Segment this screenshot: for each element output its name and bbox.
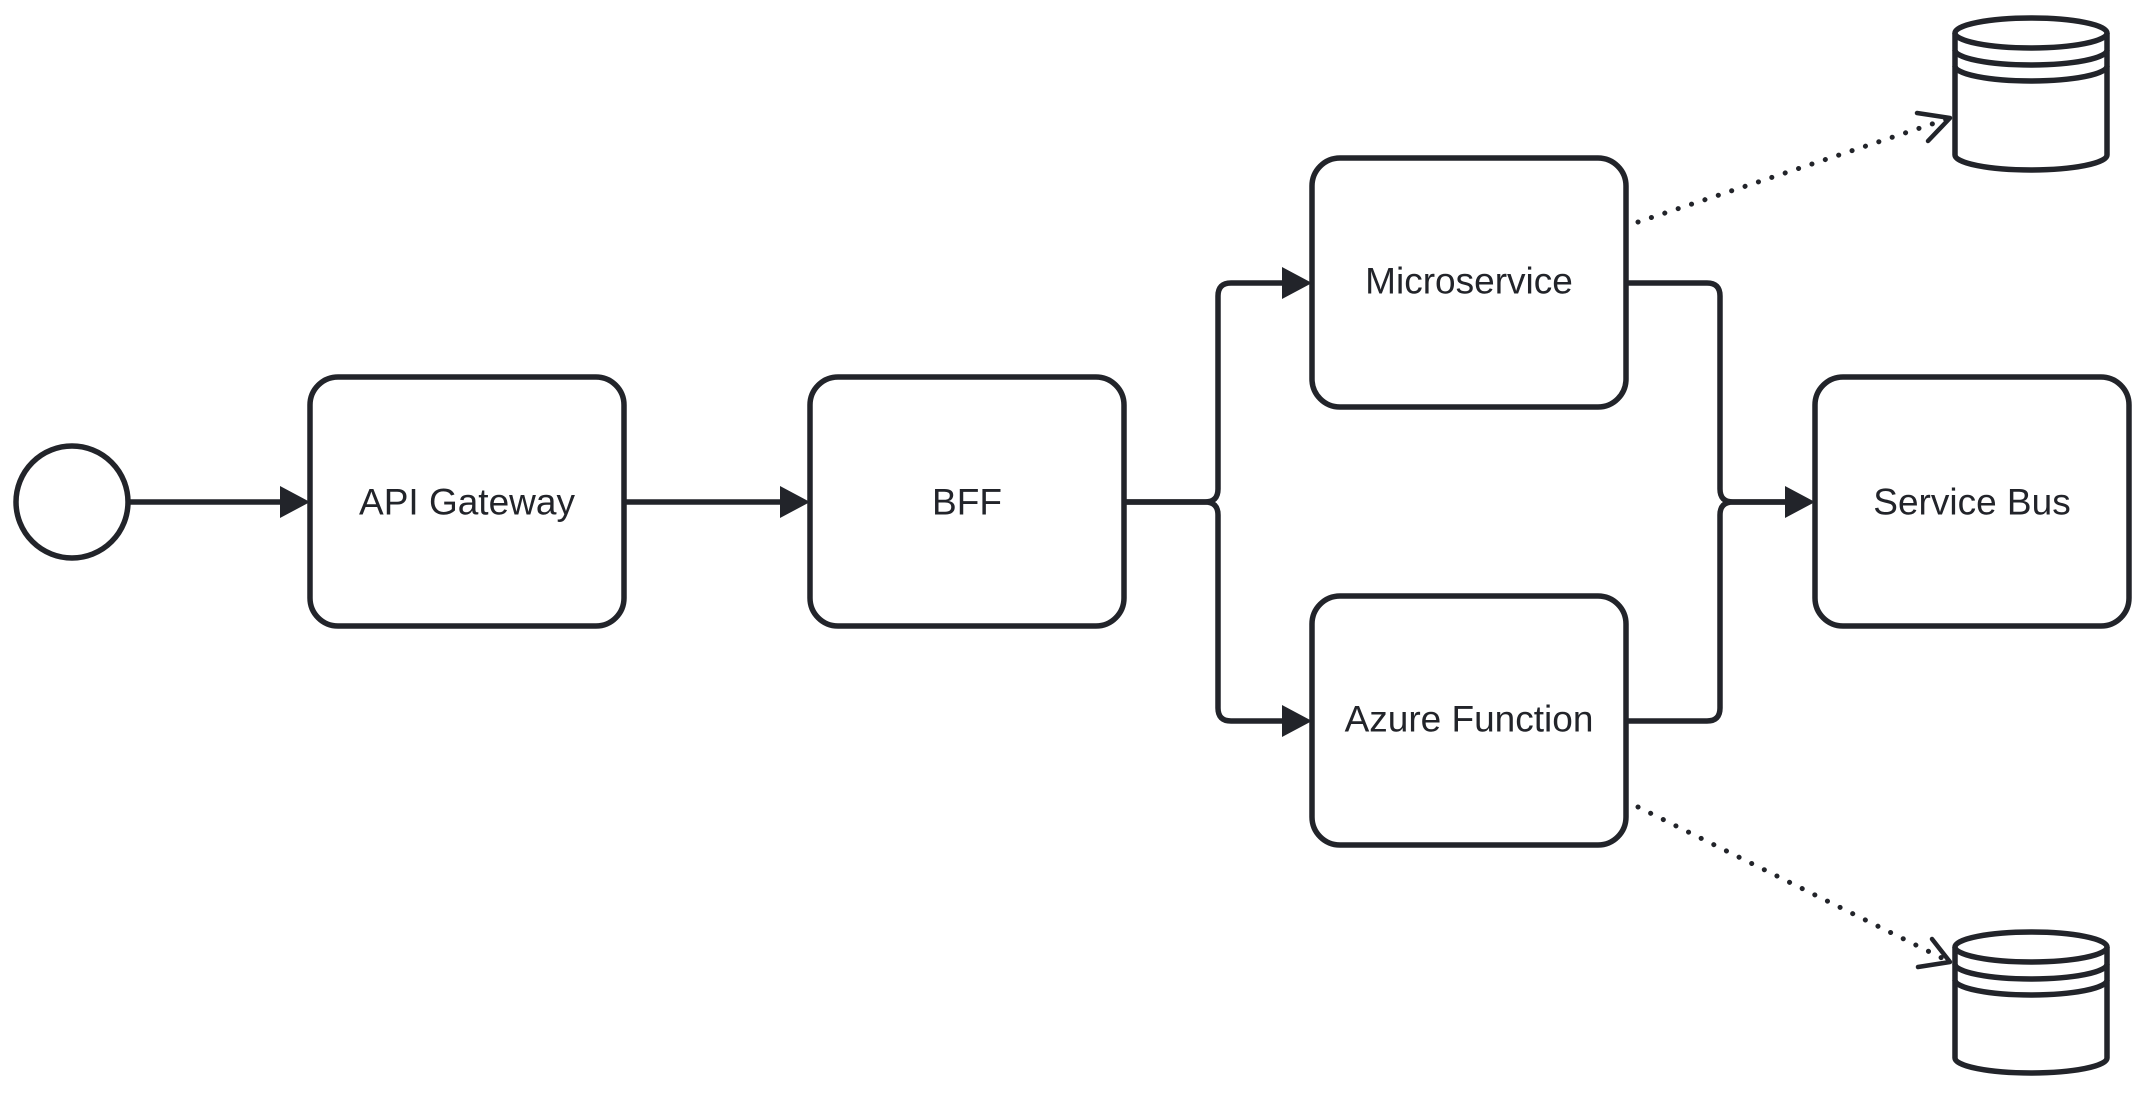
flow-bff-to-microservice[interactable]: [1125, 280, 1282, 505]
arrowhead-azure-function: [1282, 705, 1312, 737]
task-label: BFF: [932, 482, 1002, 523]
arrowhead-datastore-bottom: [1915, 936, 1953, 970]
flow-bff-to-azure-function[interactable]: [1125, 499, 1282, 724]
arrowhead-bff: [780, 486, 810, 518]
arrowhead-service-bus: [1785, 486, 1815, 518]
arrowhead-datastore-top: [1914, 110, 1953, 144]
arrowhead-api-gateway: [280, 486, 310, 518]
association-azure-function-to-datastore-bottom[interactable]: [1635, 804, 1953, 965]
task-service-bus[interactable]: Service Bus: [1812, 374, 2132, 629]
task-microservice[interactable]: Microservice: [1309, 155, 1629, 410]
association-microservice-to-datastore-top[interactable]: [1635, 115, 1953, 225]
sequence-flows: [130, 267, 1815, 737]
data-associations: [1635, 110, 1953, 970]
datastore-top-icon[interactable]: [1952, 15, 2110, 173]
flow-azure-function-to-service-bus[interactable]: [1627, 499, 1785, 724]
task-api-gateway[interactable]: API Gateway: [307, 374, 627, 629]
start-event[interactable]: [13, 443, 131, 561]
task-bff[interactable]: BFF: [807, 374, 1127, 629]
flow-microservice-to-service-bus[interactable]: [1627, 280, 1785, 505]
task-label: API Gateway: [359, 482, 575, 523]
task-label: Service Bus: [1873, 482, 2070, 523]
task-label: Azure Function: [1345, 699, 1594, 740]
arrowhead-microservice: [1282, 267, 1312, 299]
task-azure-function[interactable]: Azure Function: [1309, 593, 1629, 848]
datastore-bottom-icon[interactable]: [1952, 929, 2110, 1076]
task-label: Microservice: [1365, 261, 1573, 302]
